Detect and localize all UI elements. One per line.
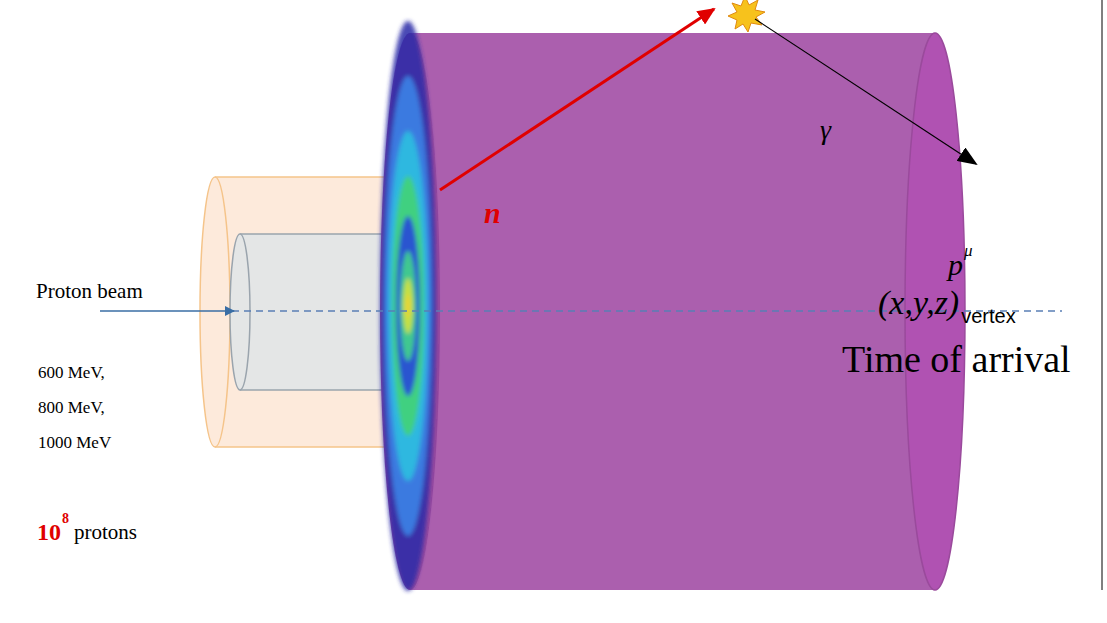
inner-cylinder [230, 234, 405, 390]
index-symbol: μ [964, 242, 973, 259]
outer-cylinder [200, 177, 405, 447]
particle-label: γ [820, 116, 831, 144]
particle-label: n [484, 198, 501, 228]
count-value: 10 [37, 520, 61, 544]
target-cylinder [380, 33, 965, 590]
energy-value: 600 MeV, [38, 364, 105, 381]
beam-arrow [100, 310, 234, 312]
exponent: 8 [62, 512, 69, 526]
subscript: vertex [961, 306, 1015, 326]
vertex-burst [728, 0, 765, 32]
momentum-symbol: p [948, 250, 963, 280]
vertex-coordinates: (x,y,z) [878, 286, 959, 320]
energy-value: 800 MeV, [38, 399, 105, 416]
photon-track [755, 19, 976, 164]
frame-line [1102, 0, 1103, 590]
count-unit: protons [74, 522, 137, 543]
energy-value: 1000 MeV [38, 434, 111, 451]
measurement-label: Time of arrival [842, 340, 1071, 378]
beam-spot [380, 21, 436, 591]
beam-label: Proton beam [36, 281, 143, 302]
neutron-track [440, 9, 714, 190]
